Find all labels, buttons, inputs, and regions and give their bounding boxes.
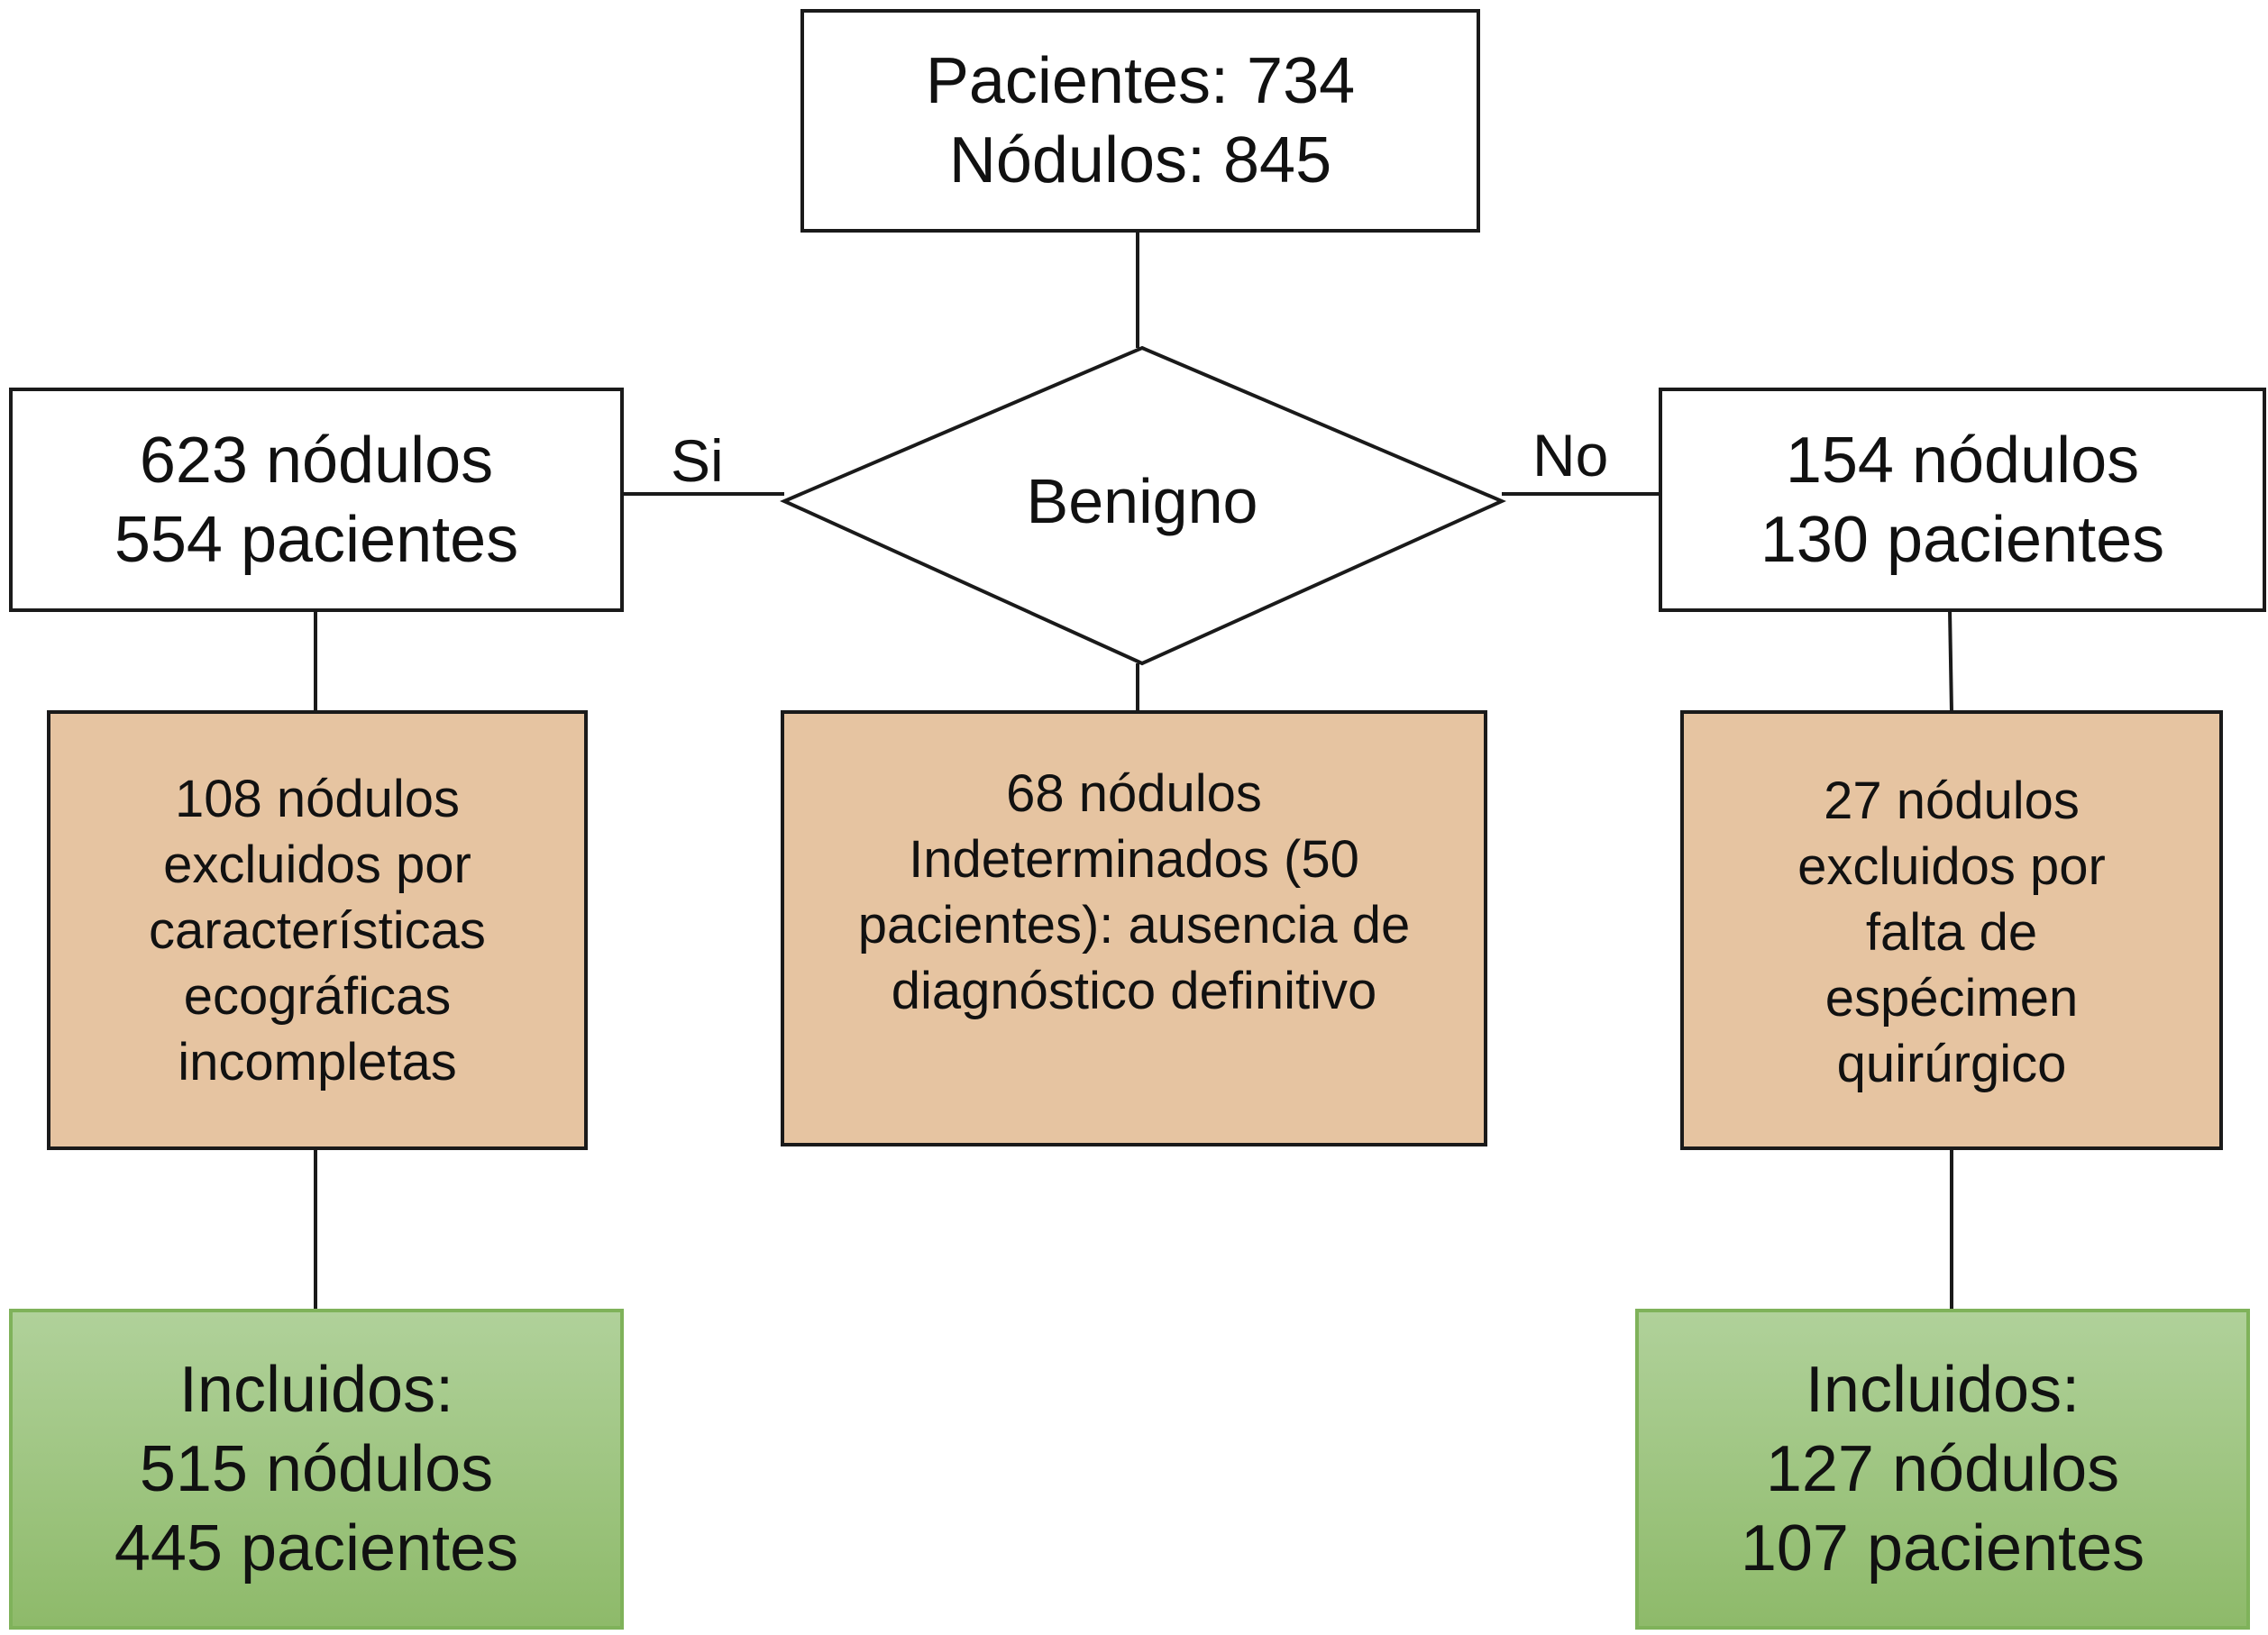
right-excluded-line: espécimen [1824, 969, 2079, 1028]
no-branch-label: No [1532, 422, 1609, 489]
right-included-nodules: 127 nódulos [1765, 1433, 2120, 1505]
decision-diamond [780, 345, 1506, 666]
connector-right-to-excluded [1948, 609, 1953, 713]
left-included-nodules: 515 nódulos [139, 1433, 494, 1505]
benign-patients-text: 554 pacientes [114, 503, 519, 576]
left-excluded-line: ecográficas [183, 967, 452, 1026]
decision-label: Benigno [1026, 466, 1258, 536]
right-excluded-line: 27 nódulos [1824, 772, 2080, 830]
malignant-nodules-text: 154 nódulos [1785, 424, 2140, 497]
total-patients-text: Pacientes: 734 [925, 45, 1356, 117]
left-excluded-line: incompletas [178, 1033, 457, 1092]
center-excluded-line: pacientes): ausencia de [857, 896, 1411, 955]
left-excluded-box: 108 nódulos excluidos por característica… [47, 710, 588, 1150]
center-excluded-line: diagnóstico definitivo [891, 962, 1377, 1020]
total-nodules-text: Nódulos: 845 [948, 124, 1332, 196]
benign-nodules-text: 623 nódulos [139, 424, 494, 497]
left-included-box: Incluidos: 515 nódulos 445 pacientes [9, 1309, 624, 1630]
center-excluded-line: 68 nódulos [1006, 764, 1262, 823]
center-excluded-line: Indeterminados (50 [909, 830, 1359, 889]
right-excluded-line: quirúrgico [1836, 1035, 2067, 1093]
benign-box: 623 nódulos 554 pacientes [9, 388, 624, 612]
right-excluded-line: excluidos por [1797, 837, 2106, 896]
malignant-box: 154 nódulos 130 pacientes [1659, 388, 2266, 612]
left-excluded-line: excluidos por [163, 836, 471, 894]
right-included-heading: Incluidos: [1805, 1354, 2081, 1426]
right-included-box: Incluidos: 127 nódulos 107 pacientes [1635, 1309, 2250, 1630]
malignant-patients-text: 130 pacientes [1760, 503, 2165, 576]
right-included-patients: 107 pacientes [1740, 1512, 2145, 1585]
center-excluded-box: 68 nódulos Indeterminados (50 pacientes)… [781, 710, 1487, 1146]
right-excluded-line: falta de [1865, 903, 2038, 962]
total-patients-box: Pacientes: 734 Nódulos: 845 [800, 9, 1480, 233]
left-included-patients: 445 pacientes [114, 1512, 519, 1585]
right-excluded-box: 27 nódulos excluidos por falta de espéci… [1680, 710, 2223, 1150]
yes-branch-label: Si [671, 427, 724, 494]
left-excluded-line: características [149, 901, 486, 960]
left-excluded-line: 108 nódulos [174, 770, 461, 828]
left-included-heading: Incluidos: [178, 1354, 454, 1426]
